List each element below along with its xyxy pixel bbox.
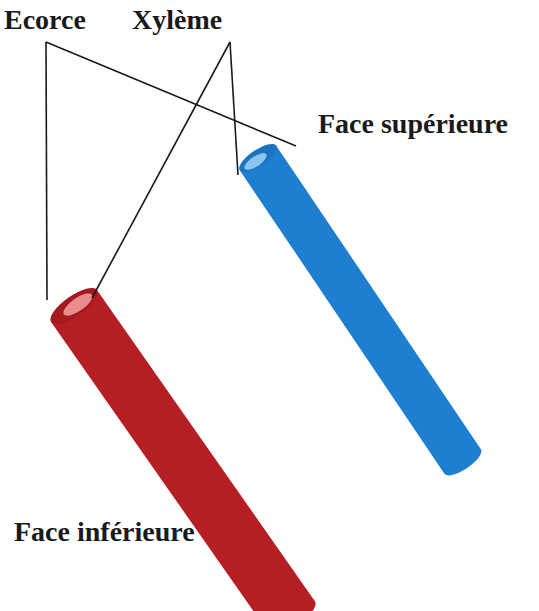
part-label: Ecorce: [4, 2, 86, 38]
part-label: Face inférieure: [14, 514, 214, 550]
red-stem-section: [45, 282, 320, 611]
part-label: Xylème: [132, 2, 222, 38]
blue-stem-section: [235, 139, 485, 480]
part-label: Face supérieure: [318, 106, 508, 142]
leader-lines: [46, 42, 296, 300]
